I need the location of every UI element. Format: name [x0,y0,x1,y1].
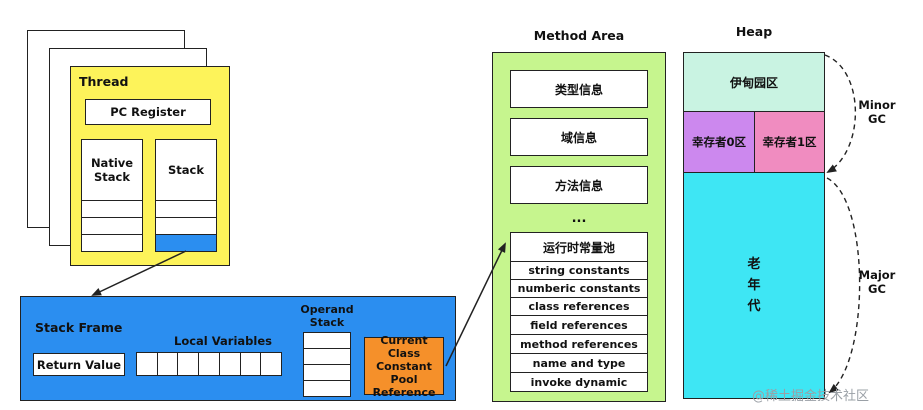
major-gc-arrow [826,177,861,394]
local-variables-label: Local Variables [174,334,272,348]
pc-register: PC Register [85,99,211,125]
method-area-title: Method Area [533,28,625,43]
local-variables-array [136,352,283,376]
pool-row-class-references: class references [510,297,648,316]
local-variable-slot [260,352,283,376]
stack-label: Stack [155,139,217,201]
minor-gc-arrow [824,54,856,174]
current-class-constant-pool-reference: Current Class Constant Pool Reference [364,334,444,399]
thread-label: Thread [79,74,129,89]
field-info: 域信息 [510,118,648,156]
method-info: 方法信息 [510,166,648,204]
native-stack: Native Stack [81,139,143,252]
pool-row-method-references: method references [510,334,648,354]
runtime-constant-pool: 运行时常量池 string constants numberic constan… [510,232,648,394]
heap: 伊甸园区 幸存者0区 幸存者1区 老 年 代 [683,52,825,399]
eden-space: 伊甸园区 [683,52,825,112]
native-stack-text: Native Stack [90,156,138,184]
pool-row-invoke-dynamic: invoke dynamic [510,372,648,392]
method-area-ellipsis: ... [571,211,587,226]
major-gc-label: Major GC [853,268,901,296]
stack-frame-label: Stack Frame [35,320,123,335]
operand-stack-label: Operand Stack [297,303,357,329]
pool-row-field-references: field references [510,315,648,335]
watermark: @稀土掘金技术社区 [752,389,870,404]
type-info: 类型信息 [510,70,648,108]
method-area: 类型信息 域信息 方法信息 ... 运行时常量池 string constant… [492,52,666,402]
survivor-0-space: 幸存者0区 [683,111,755,173]
heap-title: Heap [735,24,773,39]
operand-stack [303,332,351,400]
current-class-text: Current Class Constant Pool Reference [372,333,436,399]
stack-to-frame-arrow [91,250,187,296]
minor-gc-label: Minor GC [853,98,901,126]
return-value: Return Value [33,353,125,376]
native-stack-slot [81,234,143,252]
java-stack: Stack [155,139,217,252]
operand-stack-slot [303,380,351,397]
old-generation-label: 老 年 代 [747,257,761,314]
pool-row-name-and-type: name and type [510,353,648,373]
thread-box: Thread PC Register Native Stack Stack [70,66,230,266]
stack-frame: Stack Frame Local Variables Return Value… [20,296,456,401]
constant-pool-reference-arrow [445,242,506,367]
minor-gc-text: Minor GC [858,98,896,126]
old-generation: 老 年 代 [683,172,825,399]
operand-stack-text: Operand Stack [300,303,354,329]
major-gc-text: Major GC [858,268,896,296]
